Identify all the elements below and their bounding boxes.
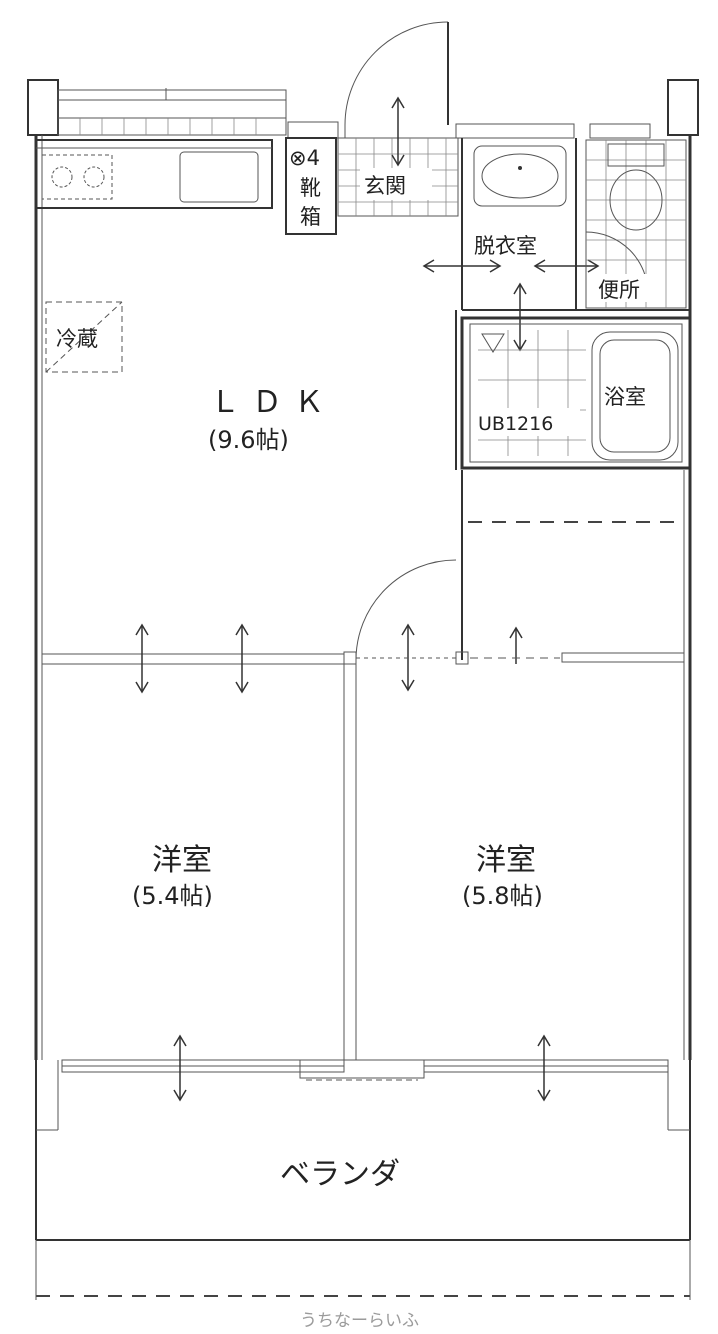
ldk-room: ＬＤＫ (9.6帖) [41,385,456,694]
fridge-label: 冷蔵 [56,327,98,351]
shoe-box-mark: ⊗4 [289,146,320,170]
veranda: ベランダ [35,1129,691,1300]
kitchen-window [57,88,651,139]
shoe-box-label-2: 箱 [300,205,321,229]
western-room-1-size: (5.4帖) [132,882,213,910]
fridge-space: 冷蔵 [45,301,123,373]
entrance-label: 玄関 [364,174,406,198]
bath-label: 浴室 [604,385,646,409]
toilet-label: 便所 [598,278,640,302]
entrance-area: ⊗4 靴 箱 玄関 [285,21,459,235]
watermark: うちなーらいふ [300,1311,419,1331]
balcony-windows [61,1034,669,1102]
bedrooms: 洋室 (5.4帖) 洋室 (5.8帖) [132,663,543,1061]
closet-area [355,470,685,692]
dressing-room-label: 脱衣室 [474,234,537,258]
unit-bath-label: UB1216 [478,413,553,435]
outer-walls [27,79,699,1240]
kitchen-counter [35,139,273,209]
shoe-box-label-1: 靴 [300,176,321,200]
veranda-label: ベランダ [280,1157,400,1192]
western-room-2-size: (5.8帖) [462,882,543,910]
ldk-label: ＬＤＫ [210,385,336,420]
western-room-1-label: 洋室 [152,843,212,878]
ldk-size: (9.6帖) [208,426,289,454]
wet-area: 脱衣室 便所 [422,138,692,470]
western-room-2-label: 洋室 [476,843,536,878]
